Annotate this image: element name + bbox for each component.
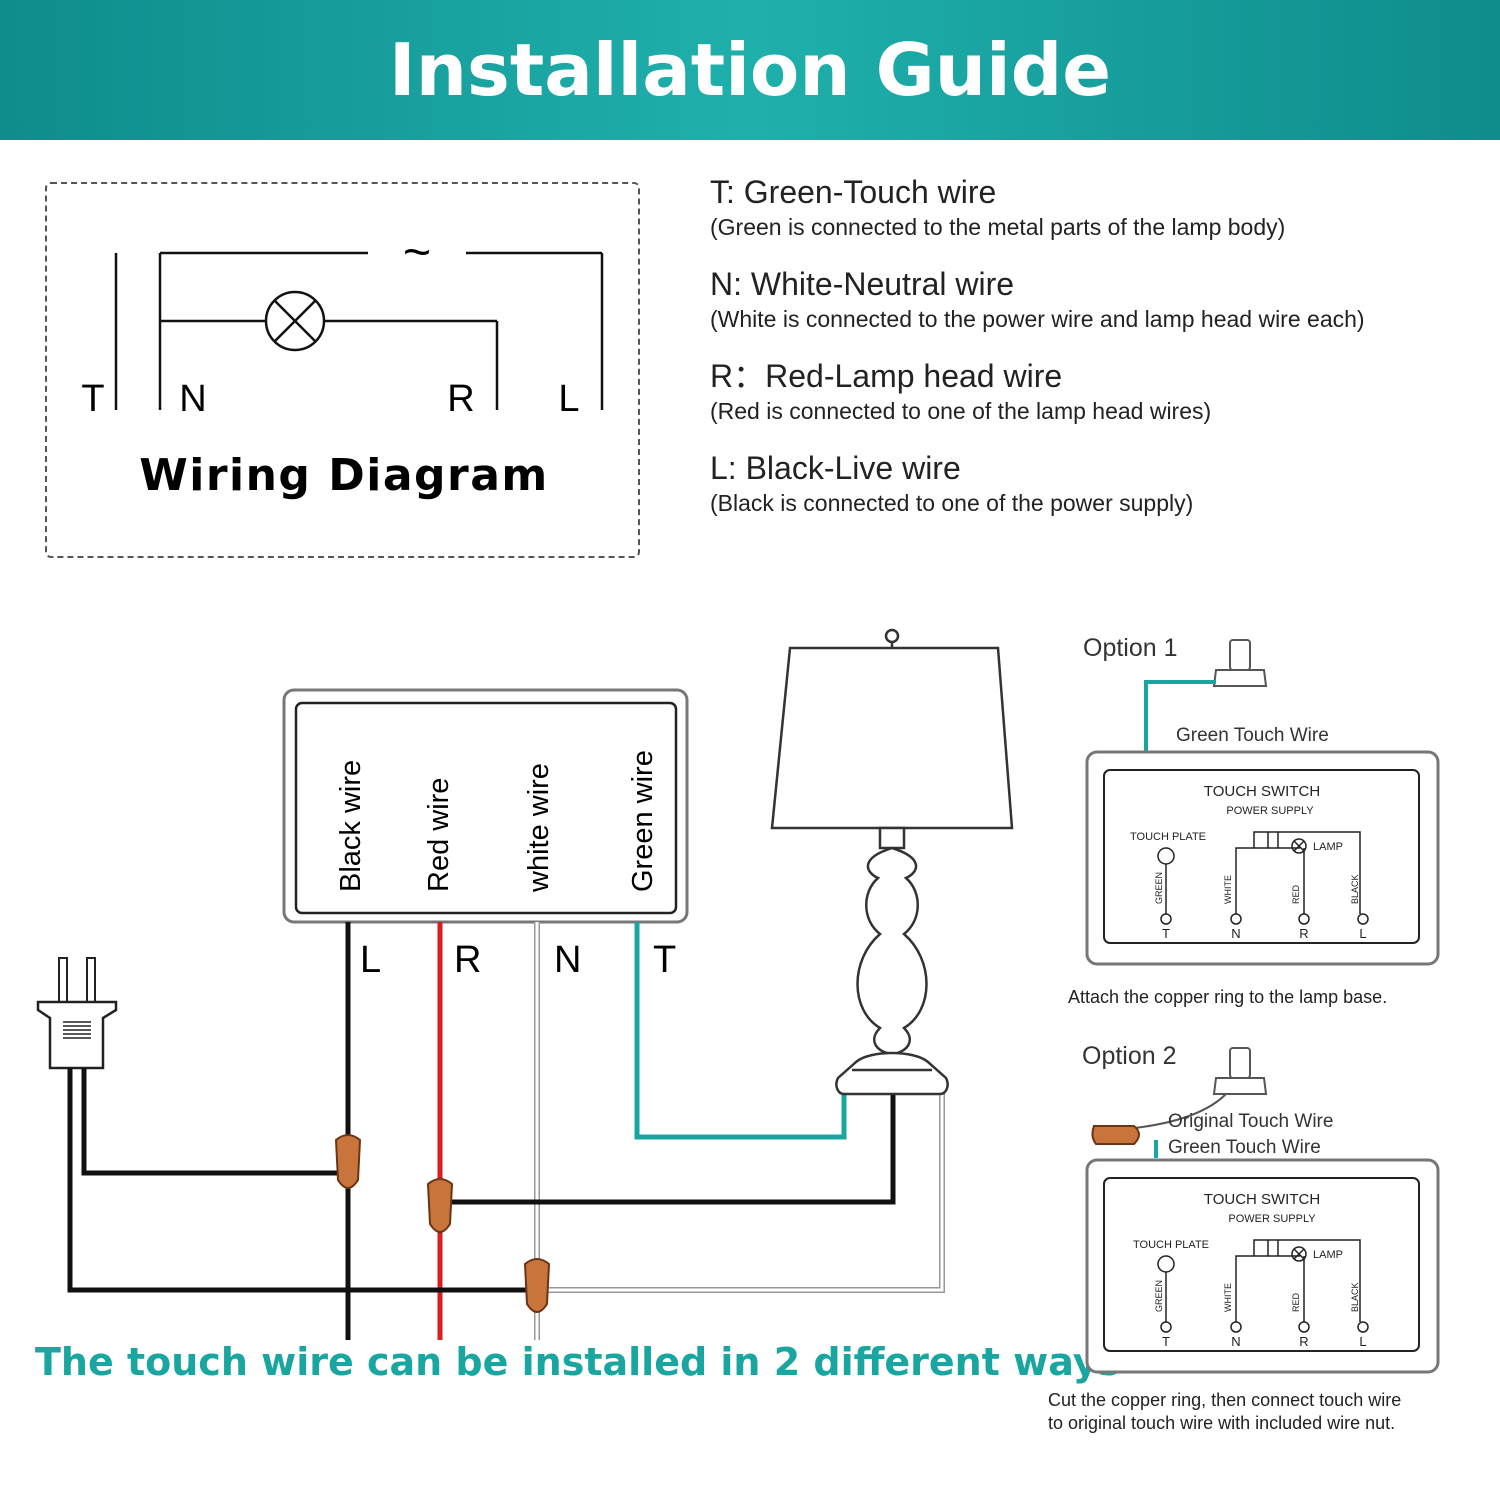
power-plug-icon [36, 957, 118, 1070]
wiring-diagram-schematic: ~ T N R L Wiring Diagram [81, 226, 604, 501]
switch-box-inner [294, 701, 678, 915]
terminal-t: T [653, 939, 676, 981]
power-supply-label: POWER SUPPLY [1228, 1213, 1316, 1225]
box-label-red: Red wire [423, 778, 455, 892]
option2-title: Option 2 [1082, 1042, 1177, 1070]
legend-desc: (White is connected to the power wire an… [710, 306, 1365, 332]
legend-title: R：Red-Lamp head wire [710, 358, 1063, 394]
option1-caption: Attach the copper ring to the lamp base. [1068, 987, 1387, 1007]
option2-wire-label-1: Original Touch Wire [1168, 1111, 1333, 1132]
bulb-socket-icon [1212, 1047, 1268, 1095]
wire-label-red: RED [1291, 1292, 1301, 1312]
legend-desc: (Green is connected to the metal parts o… [710, 214, 1286, 240]
terminal-label-r: R [447, 378, 474, 420]
ac-symbol: ~ [403, 226, 431, 279]
lamp-label: LAMP [1313, 1249, 1343, 1261]
touch-switch-title: TOUCH SWITCH [1204, 1191, 1320, 1208]
term-r: R [1299, 1334, 1308, 1349]
wire-label-white: WHITE [1223, 1283, 1233, 1312]
header-banner: Installation Guide [0, 0, 1500, 140]
touch-plate-label: TOUCH PLATE [1133, 1239, 1209, 1251]
legend-title: L: Black-Live wire [710, 450, 961, 486]
term-n: N [1231, 1334, 1240, 1349]
legend-item-n: N: White-Neutral wire (White is connecte… [710, 264, 1470, 334]
legend-item-r: R：Red-Lamp head wire (Red is connected t… [710, 356, 1470, 426]
touch-switch-schematic-1 [1103, 769, 1420, 944]
wire-label-green: GREEN [1154, 872, 1164, 904]
wire-nut-icon [523, 1258, 551, 1313]
term-r: R [1299, 926, 1308, 941]
legend-item-t: T: Green-Touch wire (Green is connected … [710, 172, 1470, 242]
wiring-diagram-title: Wiring Diagram [139, 450, 549, 501]
wire-nut-icon [1091, 1125, 1140, 1145]
term-t: T [1162, 926, 1170, 941]
box-label-green: Green wire [627, 750, 659, 892]
table-lamp-icon [770, 628, 1014, 1096]
wire-label-black: BLACK [1350, 1282, 1360, 1312]
installation-illustration: Black wire Red wire white wire Green wir… [36, 628, 1014, 1340]
wire-label-white: WHITE [1223, 875, 1233, 904]
lamp-symbol-icon [264, 290, 326, 352]
terminal-label-n: N [179, 378, 206, 420]
box-label-white: white wire [523, 763, 555, 893]
term-l: L [1359, 1334, 1366, 1349]
terminal-l: L [360, 939, 381, 981]
wire-nut-icon [426, 1178, 454, 1233]
term-l: L [1359, 926, 1366, 941]
option2-wire-label-2: Green Touch Wire [1168, 1137, 1321, 1158]
box-label-black: Black wire [335, 760, 367, 892]
legend-desc: (Red is connected to one of the lamp hea… [710, 398, 1212, 424]
legend-desc: (Black is connected to one of the power … [710, 490, 1194, 516]
term-t: T [1162, 1334, 1170, 1349]
bulb-socket-icon [1212, 639, 1268, 687]
terminal-n: N [554, 939, 581, 981]
legend-title: N: White-Neutral wire [710, 266, 1015, 302]
wire-label-black: BLACK [1350, 874, 1360, 904]
legend-item-l: L: Black-Live wire (Black is connected t… [710, 448, 1470, 518]
wire-label-red: RED [1291, 884, 1301, 904]
wire-nut-icon [334, 1134, 362, 1189]
terminal-r: R [454, 939, 481, 981]
wire-label-green: GREEN [1154, 1280, 1164, 1312]
touch-switch-schematic-2 [1103, 1177, 1420, 1352]
touch-switch-title: TOUCH SWITCH [1204, 783, 1320, 800]
green-wire [634, 922, 847, 1140]
legend-title: T: Green-Touch wire [710, 174, 997, 210]
lamp-label: LAMP [1313, 841, 1343, 853]
term-n: N [1231, 926, 1240, 941]
power-supply-label: POWER SUPPLY [1226, 805, 1314, 817]
wiring-diagram-box [45, 182, 640, 558]
option1-wire-label: Green Touch Wire [1176, 725, 1329, 746]
option1-title: Option 1 [1083, 634, 1178, 662]
terminal-label-t: T [81, 378, 104, 420]
touch-plate-label: TOUCH PLATE [1130, 831, 1206, 843]
option2-caption-1: Cut the copper ring, then connect touch … [1048, 1390, 1402, 1410]
option2-caption-2: to original touch wire with included wir… [1048, 1413, 1396, 1433]
page-title: Installation Guide [388, 28, 1112, 112]
terminal-label-l: L [558, 378, 579, 420]
touch-options-illustration: Option 1 Green Touch Wire TOUCH SWITCH P… [1068, 634, 1440, 1374]
wire-legend: T: Green-Touch wire (Green is connected … [710, 172, 1470, 540]
bottom-title: The touch wire can be installed in 2 dif… [35, 1340, 1121, 1384]
touch-wire-option1 [1144, 680, 1216, 752]
